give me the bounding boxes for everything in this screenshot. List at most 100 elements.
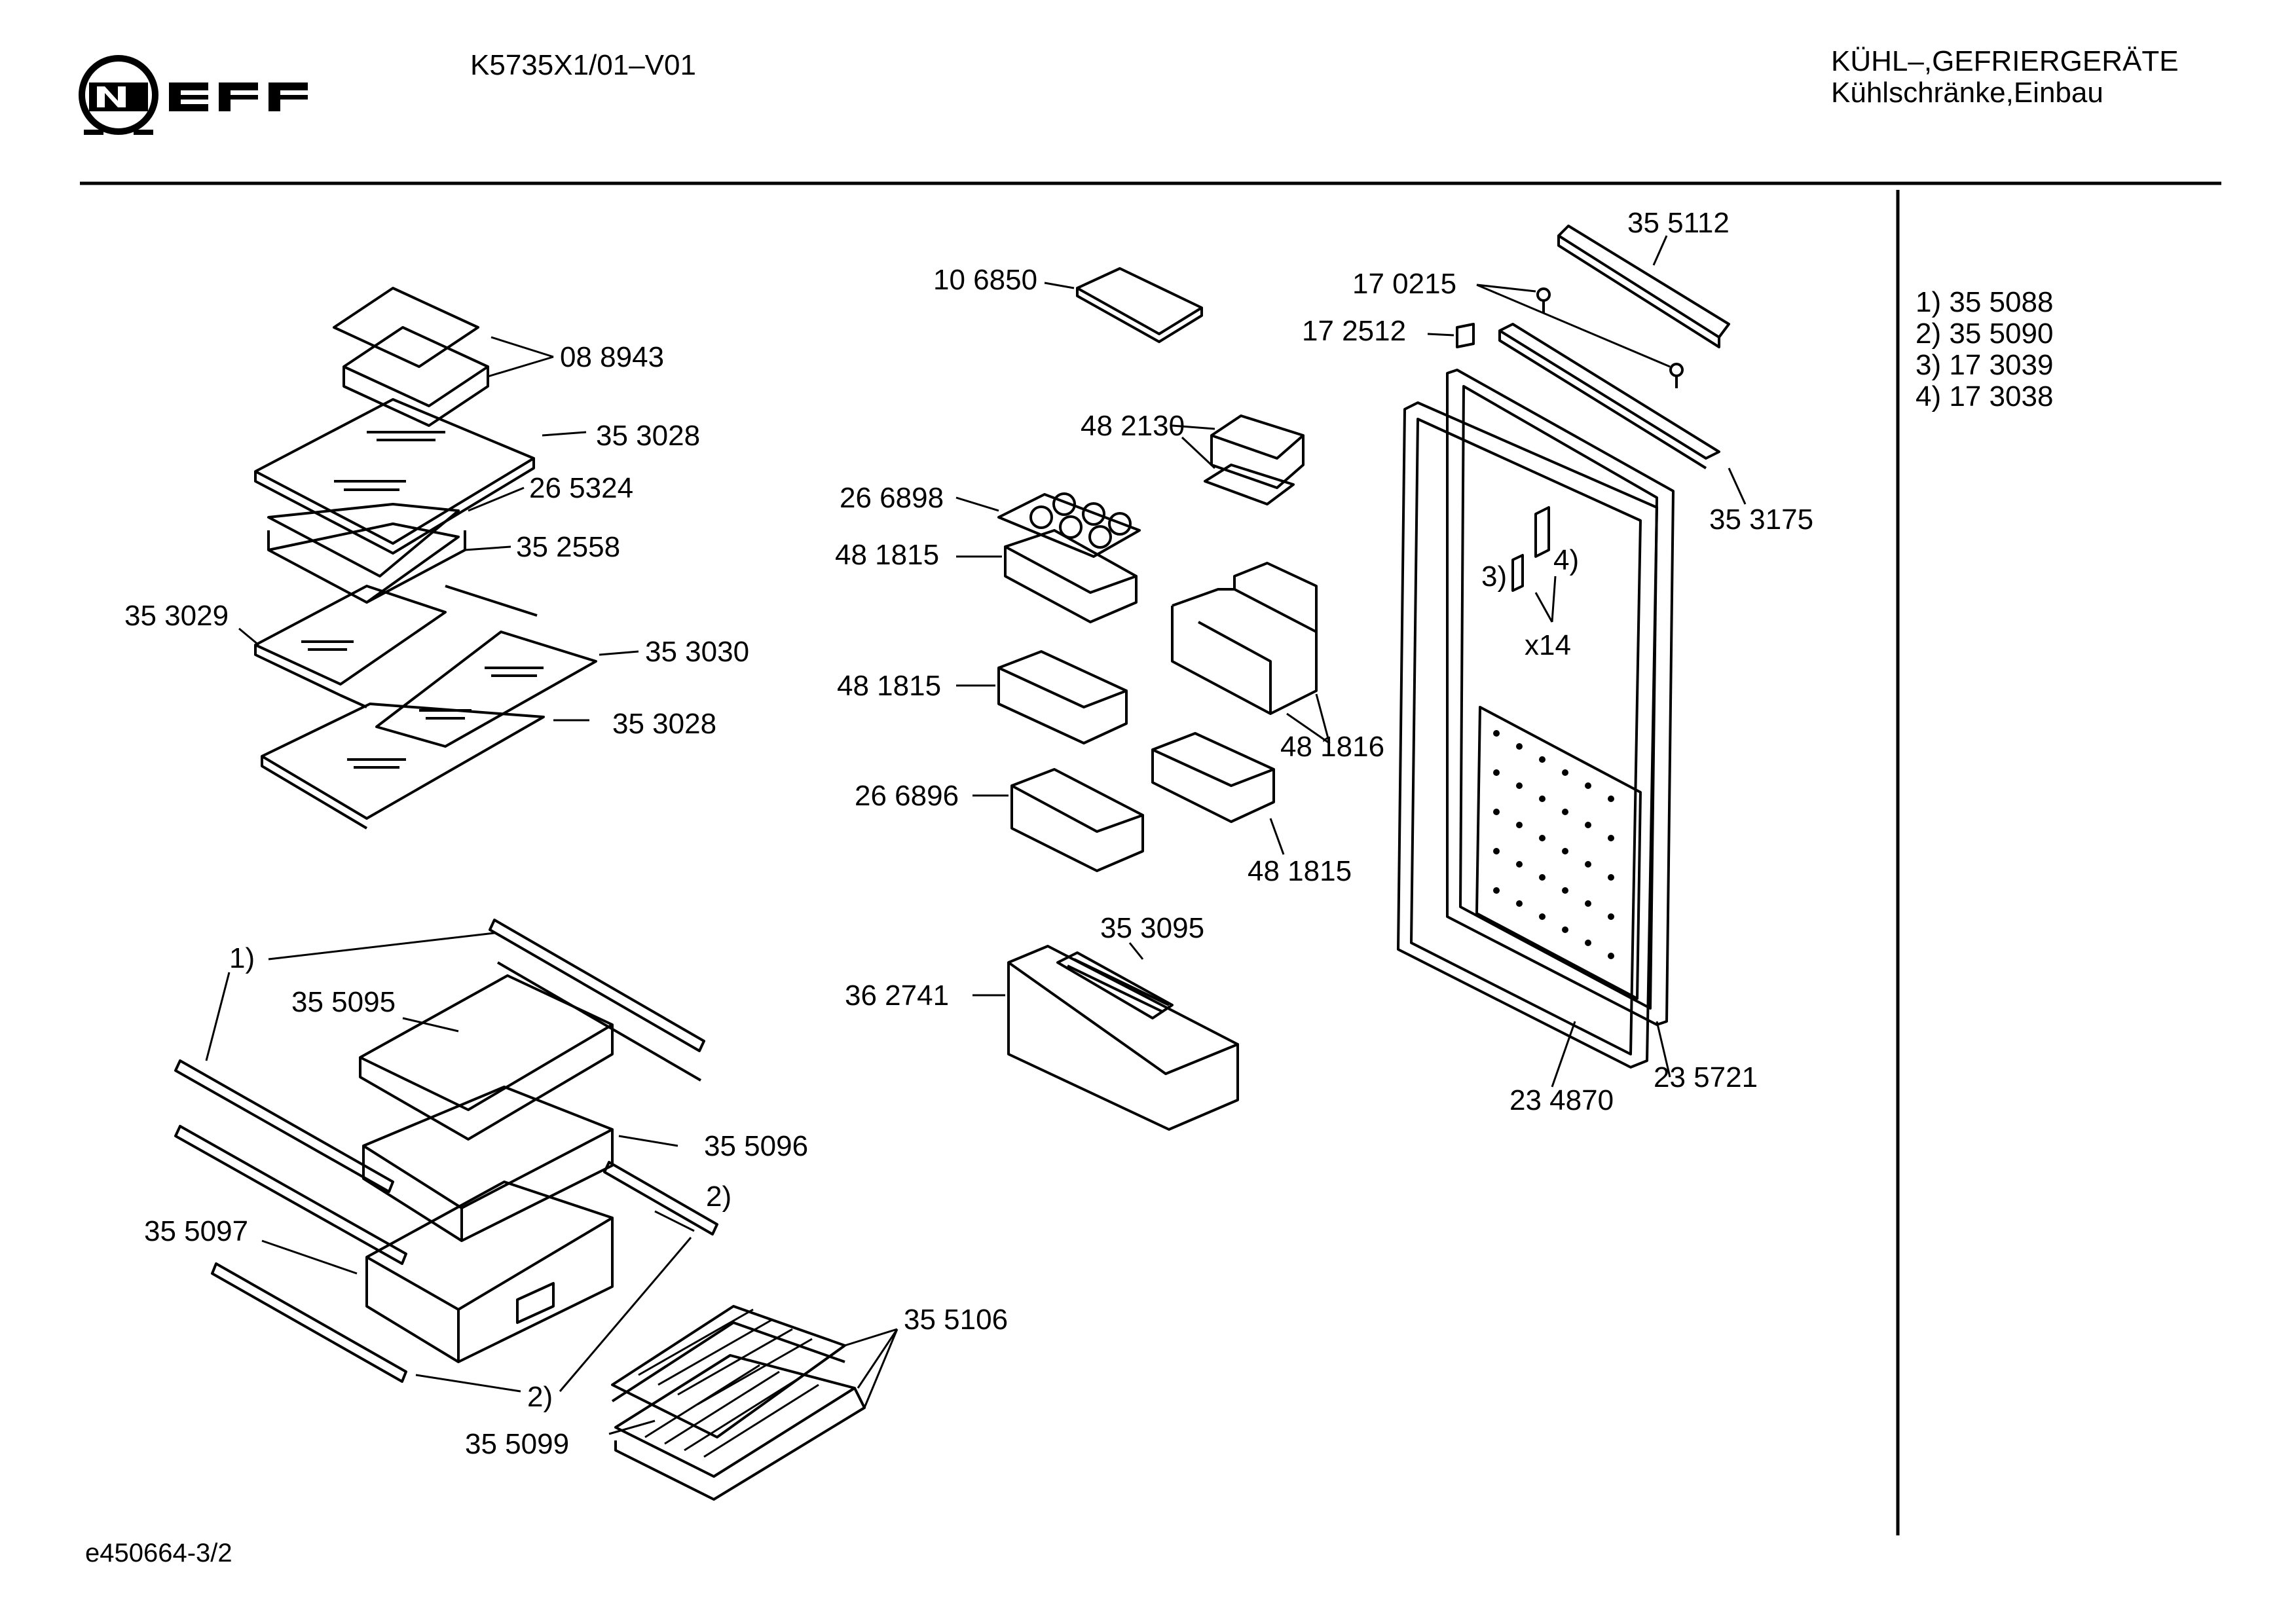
callout-48-1815-b: 48 1815 — [837, 670, 941, 702]
top-trim — [1557, 225, 1730, 339]
legend-row-2: 2) 35 5090 — [1916, 318, 2053, 350]
callout-35-5096: 35 5096 — [704, 1130, 808, 1162]
callout-35-5095: 35 5095 — [291, 986, 396, 1018]
callout-23-4870: 23 4870 — [1509, 1084, 1614, 1116]
callout-17-2512: 17 2512 — [1302, 315, 1406, 347]
callout-08-8943: 08 8943 — [560, 341, 664, 373]
callout-17-0215: 17 0215 — [1352, 268, 1456, 300]
door-panel-drawing — [1397, 225, 1730, 1069]
callout-35-3030: 35 3030 — [645, 636, 749, 668]
callout-labels: 08 8943 35 3028 26 5324 35 2558 35 3029 … — [124, 207, 1813, 1460]
callout-note-3: 3) — [1481, 560, 1507, 593]
lid-upper — [333, 287, 479, 368]
glass-shelf-bottom — [261, 703, 545, 820]
door-dimples — [1493, 730, 1614, 959]
bin-large — [1171, 588, 1318, 715]
bin-4 — [1010, 784, 1144, 872]
ice-tray — [1076, 267, 1203, 335]
callout-note-2b: 2) — [527, 1381, 553, 1413]
bin-2 — [997, 667, 1128, 744]
bottle-rack — [1056, 951, 1174, 1019]
legend-value-4: 17 3038 — [1949, 380, 2054, 412]
callout-35-3028-b: 35 3028 — [612, 708, 716, 740]
callout-35-5097: 35 5097 — [144, 1215, 248, 1247]
half-shelf-left — [254, 585, 447, 686]
screw-1 — [1536, 287, 1551, 302]
drawer-top — [359, 974, 614, 1111]
callout-36-2741: 36 2741 — [845, 980, 949, 1012]
rail-2-left — [174, 1125, 407, 1265]
callout-26-5324: 26 5324 — [529, 472, 633, 504]
legend-key-2: 2) — [1916, 318, 1942, 350]
hinge-part-3 — [1511, 554, 1524, 592]
legend-row-4: 4) 17 3038 — [1916, 381, 2053, 412]
bin-1 — [1004, 545, 1138, 623]
door-liner — [1446, 369, 1675, 1026]
rail-2-right — [603, 1161, 718, 1236]
subcategory-title: Kühlschränke,Einbau — [1831, 77, 2103, 109]
callout-note-4: 4) — [1553, 544, 1579, 576]
grid-hatching — [638, 1308, 819, 1458]
bin-3 — [1151, 748, 1275, 823]
callout-26-6898: 26 6898 — [840, 482, 944, 514]
model-number: K5735X1/01–V01 — [470, 49, 696, 81]
callout-x14: x14 — [1525, 629, 1571, 661]
callout-35-5106: 35 5106 — [904, 1304, 1008, 1336]
leader-lines — [205, 235, 1747, 1435]
screw-2 — [1669, 363, 1684, 377]
legend-value-1: 35 5088 — [1949, 286, 2054, 318]
shelf-stack-drawing — [254, 287, 597, 830]
rail-1-top — [489, 919, 705, 1052]
callout-35-2558: 35 2558 — [516, 531, 620, 563]
callout-10-6850: 10 6850 — [933, 264, 1037, 296]
hinge-bracket — [1498, 323, 1720, 460]
door-dimpled-area — [1475, 706, 1642, 1000]
door-gasket — [1397, 401, 1658, 1069]
legend-row-3: 3) 17 3039 — [1916, 350, 2053, 381]
clip — [1456, 323, 1475, 348]
legend-value-2: 35 5090 — [1949, 318, 2054, 350]
callout-26-6896: 26 6896 — [855, 780, 959, 812]
grid-panel-3 — [614, 1387, 866, 1501]
callout-48-1815-a: 48 1815 — [835, 539, 939, 571]
half-shelf-right — [375, 631, 597, 748]
legend-value-3: 17 3039 — [1949, 349, 2054, 381]
drawer-drawing — [174, 919, 718, 1383]
legend-key-1: 1) — [1916, 286, 1942, 318]
callout-note-2a: 2) — [706, 1181, 731, 1213]
grid-panels-drawing — [611, 1305, 866, 1501]
drawing-code: e450664-3/2 — [85, 1539, 232, 1567]
door-bins-drawing — [997, 267, 1318, 1131]
callout-35-3029: 35 3029 — [124, 600, 229, 632]
drawer-bottom — [365, 1181, 614, 1311]
rail-1-left — [174, 1059, 394, 1193]
callout-35-3175: 35 3175 — [1709, 504, 1813, 536]
neff-logo — [77, 54, 352, 139]
callout-48-2130: 48 2130 — [1081, 410, 1185, 442]
legend-key-3: 3) — [1916, 349, 1942, 381]
callout-35-3095: 35 3095 — [1100, 912, 1204, 944]
callout-48-1815-c: 48 1815 — [1248, 855, 1352, 887]
category-title: KÜHL–,GEFRIERGERÄTE — [1831, 45, 2179, 77]
glass-shelf-top — [254, 398, 535, 545]
legend: 1) 35 5088 2) 35 5090 3) 17 3039 4) 17 3… — [1916, 287, 2053, 412]
rail-3-left — [211, 1262, 407, 1383]
callout-note-1: 1) — [229, 942, 255, 974]
shelf-frame — [267, 503, 460, 577]
hinge-part-4 — [1534, 506, 1550, 558]
callout-35-5099: 35 5099 — [465, 1428, 569, 1460]
callout-35-5112: 35 5112 — [1627, 207, 1730, 239]
callout-48-1816: 48 1816 — [1280, 731, 1384, 763]
legend-key-4: 4) — [1916, 380, 1942, 412]
grid-panel-2 — [614, 1354, 856, 1478]
small-box — [1210, 414, 1305, 460]
neff-logo-graphic — [79, 55, 308, 135]
bottle-bin — [1007, 961, 1239, 1131]
egg-tray — [997, 493, 1141, 558]
shelf-tray — [267, 530, 466, 604]
legend-row-1: 1) 35 5088 — [1916, 287, 2053, 318]
callout-35-3028-a: 35 3028 — [596, 420, 700, 452]
callout-23-5721: 23 5721 — [1654, 1061, 1758, 1093]
lid-lower — [343, 326, 489, 407]
